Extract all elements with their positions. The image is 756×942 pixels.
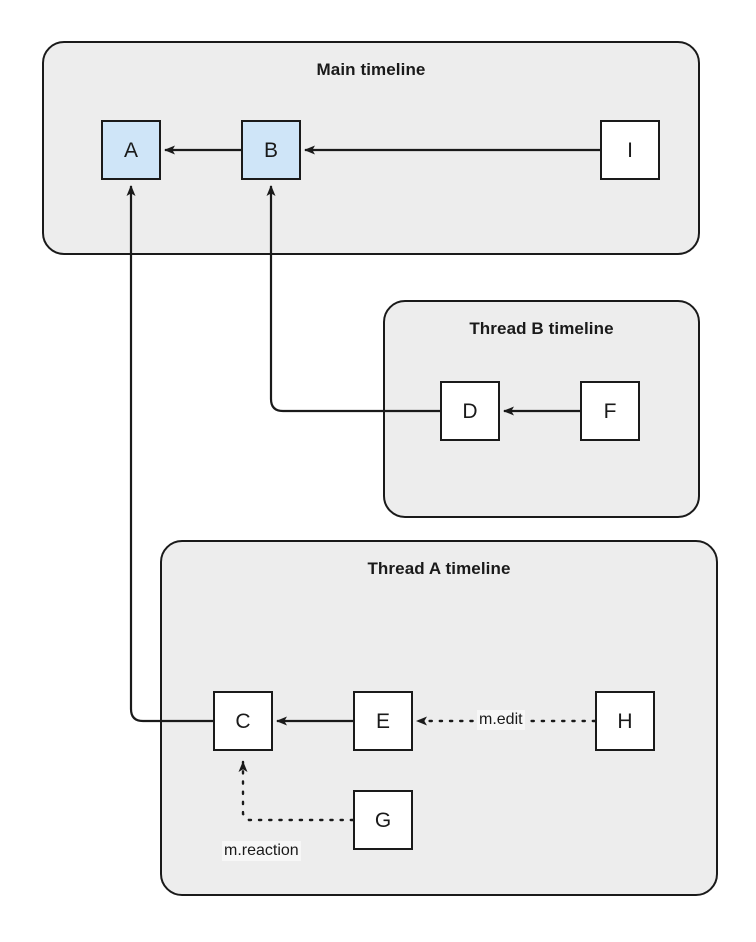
node-i[interactable]: I [600,120,660,180]
node-b-label: B [263,138,278,162]
node-d-label: D [462,399,478,423]
node-d[interactable]: D [440,381,500,441]
node-b[interactable]: B [241,120,301,180]
node-a-label: A [123,138,138,162]
node-c-label: C [235,709,251,733]
node-f[interactable]: F [580,381,640,441]
node-h[interactable]: H [595,691,655,751]
container-thread-b-timeline-title: Thread B timeline [469,319,614,338]
node-e-label: E [375,709,390,733]
container-thread-a-timeline-title: Thread A timeline [367,559,511,578]
edge-label-m-edit: m.edit [477,710,525,730]
node-h-label: H [617,709,633,733]
node-g[interactable]: G [353,790,413,850]
container-main-timeline-title: Main timeline [316,60,426,79]
node-i-label: I [627,138,633,162]
node-a[interactable]: A [101,120,161,180]
node-e[interactable]: E [353,691,413,751]
node-g-label: G [374,808,392,832]
node-f-label: F [603,399,617,423]
edge-label-m-reaction: m.reaction [222,841,301,861]
node-c[interactable]: C [213,691,273,751]
